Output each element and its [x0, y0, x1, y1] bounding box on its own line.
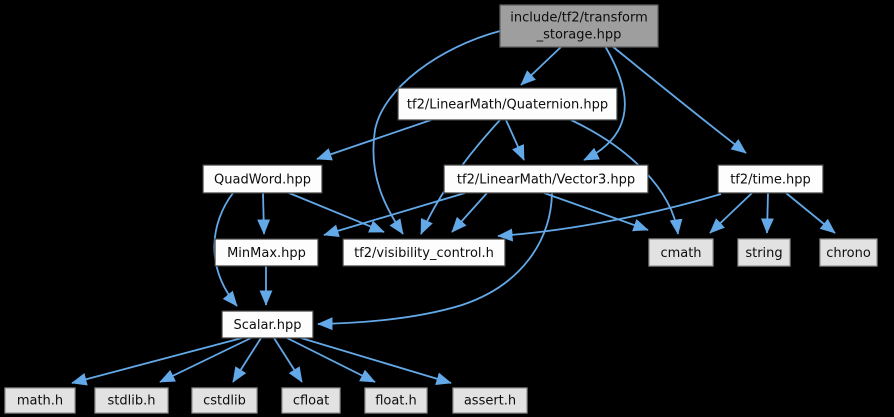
node-minmax[interactable]: MinMax.hpp	[214, 238, 319, 267]
node-minmax-label: MinMax.hpp	[227, 246, 306, 261]
node-chrono-box	[819, 238, 878, 267]
node-vector3-box	[443, 164, 649, 194]
node-math-h: math.h	[4, 387, 76, 414]
node-string-box	[737, 238, 791, 267]
node-time[interactable]: tf2/time.hpp	[717, 164, 824, 194]
edge-group	[71, 30, 836, 386]
edge-scalar-to-assert-h	[300, 337, 452, 386]
node-chrono: chrono	[819, 238, 878, 267]
node-time-box	[717, 164, 824, 194]
node-assert-h: assert.h	[452, 387, 528, 414]
node-vector3-label: tf2/LinearMath/Vector3.hpp	[457, 173, 635, 188]
edge-time-to-cmath	[709, 192, 753, 234]
edge-scalar-to-stdlib-h	[159, 337, 252, 383]
node-transform-storage-box	[499, 4, 659, 48]
edge-root-to-quaternion	[520, 45, 563, 86]
edge-vector3-to-minmax	[323, 192, 466, 238]
node-stdlib-h-box	[94, 387, 169, 414]
node-cmath-label: cmath	[660, 246, 701, 261]
node-quaternion-label: tf2/LinearMath/Quaternion.hpp	[407, 98, 608, 113]
edge-time-to-visibility	[497, 193, 722, 242]
edge-scalar-to-float-h	[286, 337, 376, 383]
node-cfloat: cfloat	[281, 387, 341, 414]
node-cstdlib: cstdlib	[191, 387, 258, 414]
node-quadword-label: QuadWord.hpp	[214, 173, 311, 188]
node-string: string	[737, 238, 791, 267]
node-cfloat-box	[281, 387, 341, 414]
edge-quadword-to-minmax	[257, 192, 271, 235]
node-time-label: tf2/time.hpp	[730, 173, 811, 188]
node-quaternion-box	[397, 87, 618, 121]
node-stdlib-h-label: stdlib.h	[108, 394, 156, 409]
node-cstdlib-label: cstdlib	[203, 394, 246, 409]
node-visibility-control-label: tf2/visibility_control.h	[354, 246, 494, 261]
edge-scalar-to-cfloat	[273, 337, 303, 383]
node-cmath: cmath	[648, 238, 714, 267]
edge-time-to-chrono	[785, 192, 836, 234]
node-scalar-box	[221, 310, 314, 339]
node-float-h-label: float.h	[375, 394, 417, 409]
node-assert-h-label: assert.h	[464, 394, 516, 409]
node-group: include/tf2/transform _storage.hpp tf2/L…	[4, 4, 878, 414]
edge-root-to-visibility	[372, 30, 501, 235]
node-visibility-control[interactable]: tf2/visibility_control.h	[342, 238, 506, 267]
node-transform-storage-label-line2: _storage.hpp	[536, 28, 622, 43]
node-scalar[interactable]: Scalar.hpp	[221, 310, 314, 339]
node-float-h: float.h	[364, 387, 428, 414]
node-math-h-label: math.h	[17, 394, 63, 409]
node-transform-storage[interactable]: include/tf2/transform _storage.hpp	[499, 4, 659, 48]
edge-time-to-string	[760, 192, 774, 234]
node-stdlib-h: stdlib.h	[94, 387, 169, 414]
node-math-h-box	[4, 387, 76, 414]
node-vector3[interactable]: tf2/LinearMath/Vector3.hpp	[443, 164, 649, 194]
edge-scalar-to-math-h	[71, 337, 243, 386]
edge-root-to-time	[611, 45, 747, 154]
node-float-h-box	[364, 387, 428, 414]
edge-vector3-to-cmath	[543, 192, 649, 232]
node-cstdlib-box	[191, 387, 258, 414]
node-chrono-label: chrono	[826, 246, 871, 261]
edge-root-to-vector3	[583, 45, 626, 161]
node-quadword[interactable]: QuadWord.hpp	[202, 164, 323, 194]
node-quadword-box	[202, 164, 323, 194]
node-visibility-control-box	[342, 238, 506, 267]
edge-vector3-to-scalar	[317, 192, 553, 331]
node-assert-h-box	[452, 387, 528, 414]
node-cfloat-label: cfloat	[293, 394, 329, 409]
node-cmath-box	[648, 238, 714, 267]
edge-vector3-to-visibility	[451, 192, 488, 233]
edge-quaternion-to-vector3	[505, 119, 525, 161]
edge-quaternion-to-quadword	[316, 119, 432, 161]
node-transform-storage-label-line1: include/tf2/transform	[510, 11, 648, 26]
node-string-label: string	[745, 246, 782, 261]
node-quaternion[interactable]: tf2/LinearMath/Quaternion.hpp	[397, 87, 618, 121]
edge-quadword-to-visibility	[288, 192, 385, 233]
node-scalar-label: Scalar.hpp	[234, 318, 302, 333]
edge-scalar-to-cstdlib	[232, 337, 262, 383]
edge-quadword-to-scalar	[213, 192, 238, 307]
node-minmax-box	[214, 238, 319, 267]
